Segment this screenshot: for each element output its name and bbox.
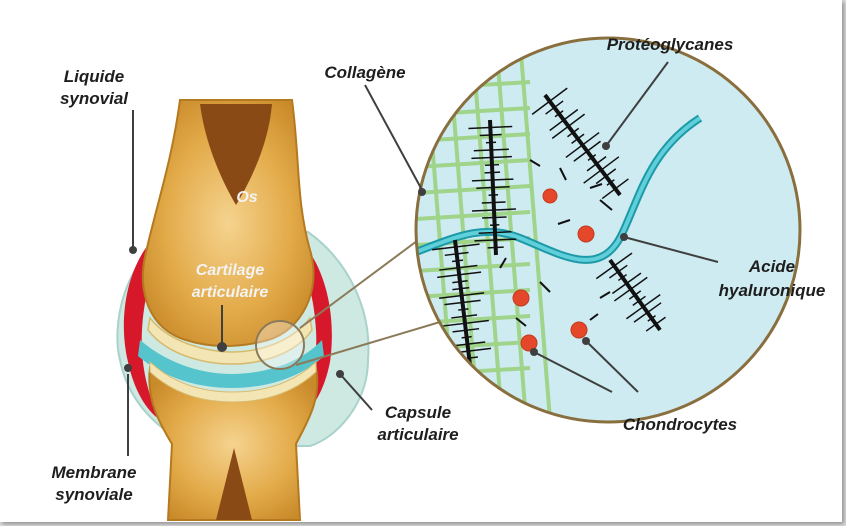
chondrocyte-cell [571,322,587,338]
label-membrane-line2: synoviale [55,485,133,504]
zoom-view [400,30,810,430]
label-proteoglycanes: Protéoglycanes [607,35,734,54]
label-liquide-synovial-line1: Liquide [64,67,124,86]
label-collagene: Collagène [324,63,405,82]
label-cartilage-line2: articulaire [192,284,269,301]
label-os: Os [236,189,257,206]
label-chondrocytes: Chondrocytes [623,415,737,434]
chondrocyte-cell [578,226,594,242]
proteoglycan-branch [488,247,504,248]
proteoglycan-branch [480,135,502,136]
label-acide-line2: hyaluronique [719,281,826,300]
proteoglycan-branch [485,165,499,166]
label-liquide-synovial-line2: synovial [60,89,129,108]
proteoglycan-branch [485,172,501,173]
chondrocyte-cell [543,189,557,203]
chondrocyte-cell [513,290,529,306]
label-capsule-line2: articulaire [377,425,458,444]
label-capsule-line1: Capsule [385,403,451,422]
label-acide-line1: Acide [748,257,795,276]
label-membrane-line1: Membrane [51,463,136,482]
magnifier-small [256,321,304,369]
proteoglycan-branch [482,202,506,203]
label-cartilage-line1: Cartilage [196,262,265,279]
